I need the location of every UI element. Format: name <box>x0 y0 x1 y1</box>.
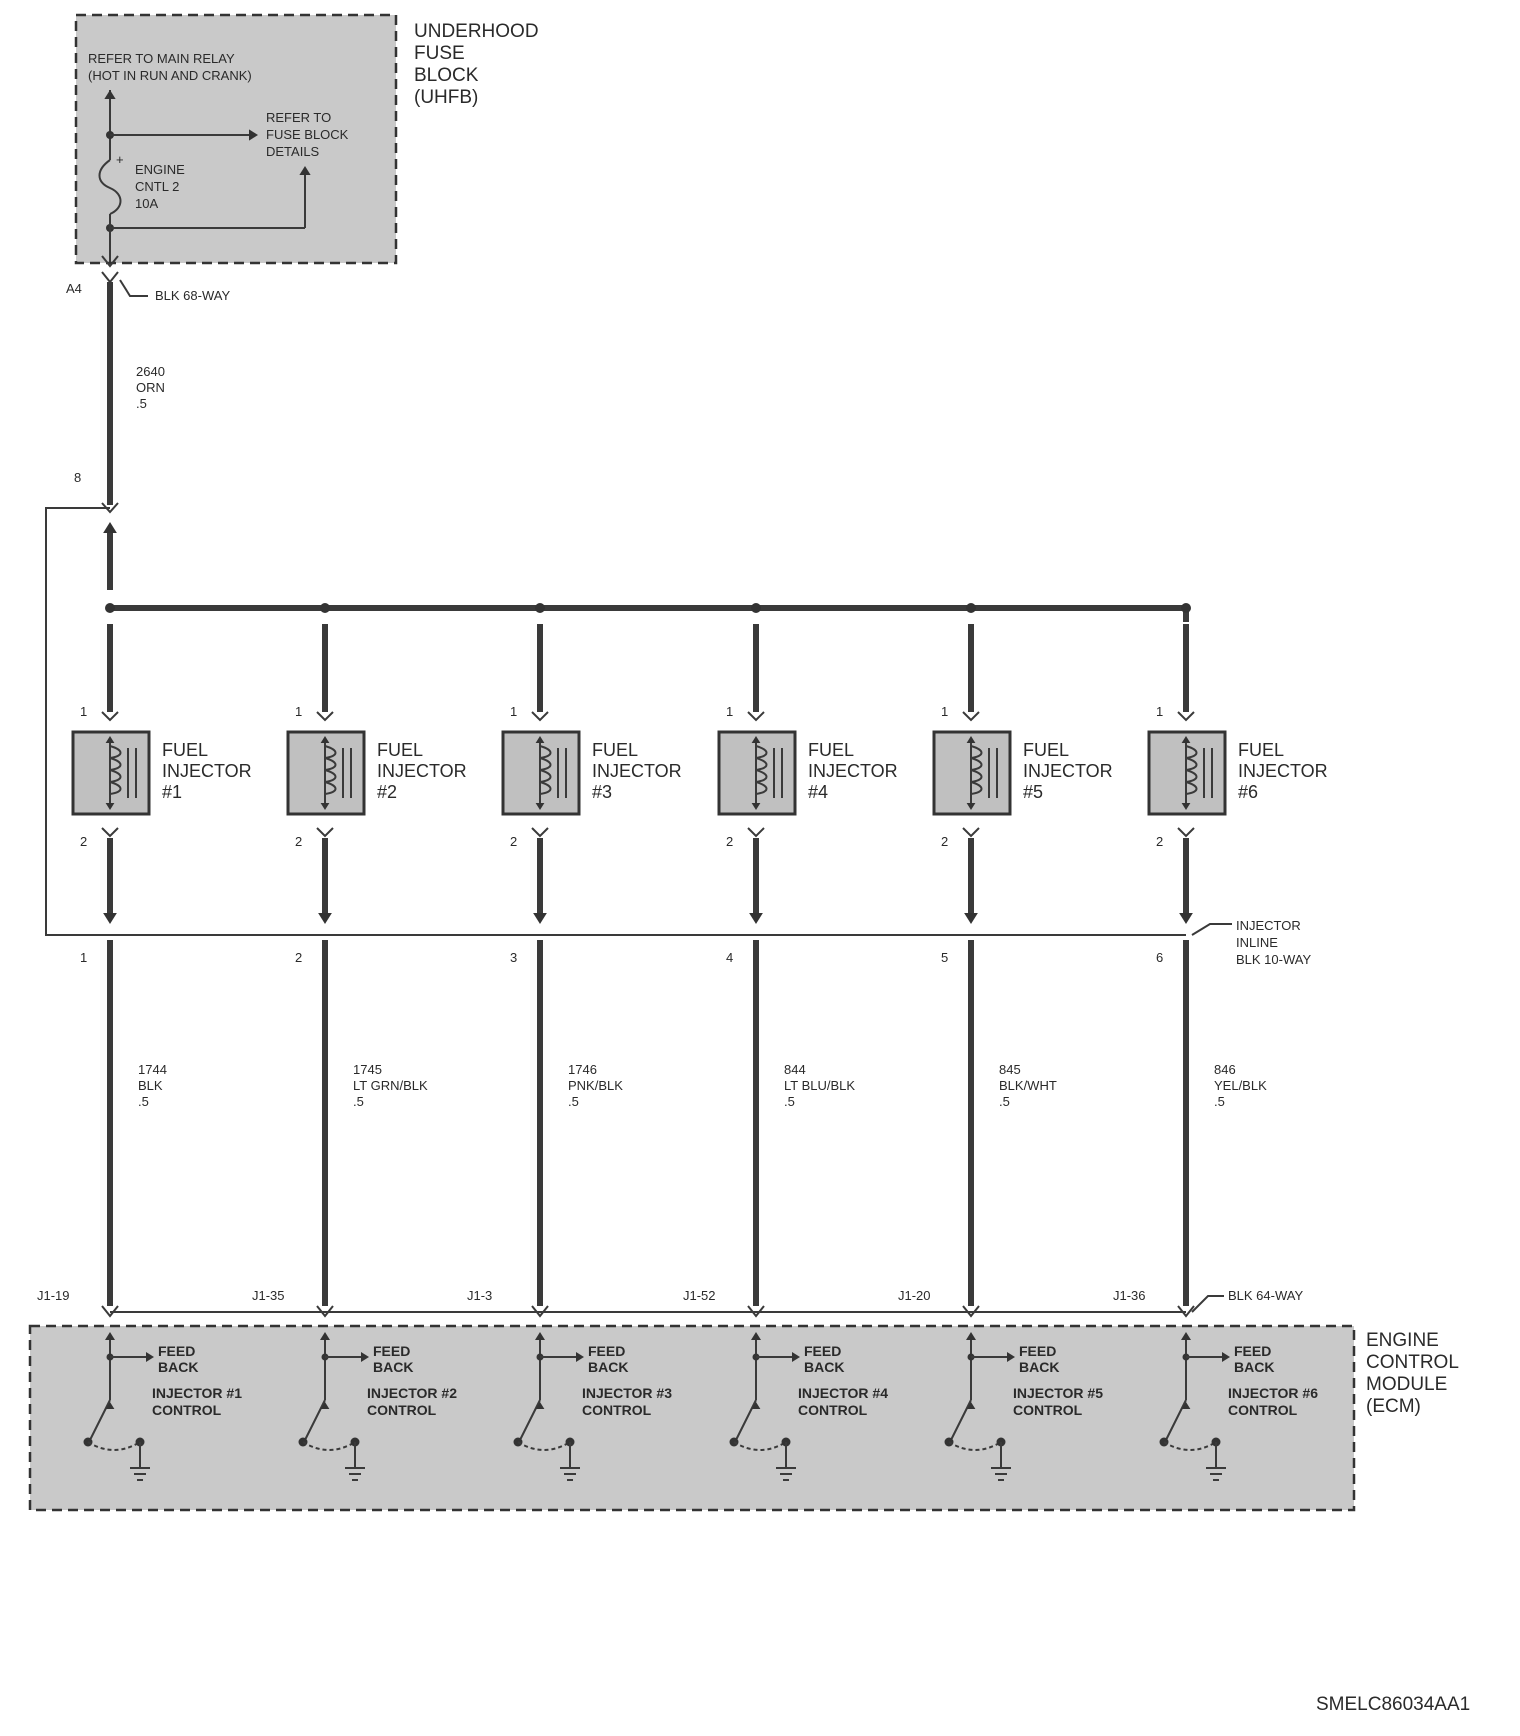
inline-pin: 5 <box>941 950 948 965</box>
ecm-pin: J1-20 <box>898 1288 931 1303</box>
inline-pin: 2 <box>295 950 302 965</box>
svg-text:+: + <box>116 152 124 167</box>
ecm-connector: BLK 64-WAY <box>110 1288 1303 1313</box>
inline-pin: 1 <box>80 950 87 965</box>
injector-pin-bottom: 2 <box>80 834 87 849</box>
injector-pin-top: 1 <box>726 704 733 719</box>
ecm-pin: J1-35 <box>252 1288 285 1303</box>
connector-top-pin: A4 <box>66 281 82 296</box>
diagram-code: SMELC86034AA1 <box>1316 1694 1470 1715</box>
injector-pin-top: 1 <box>295 704 302 719</box>
injector-pin-bottom: 2 <box>726 834 733 849</box>
injector-pin-bottom: 2 <box>1156 834 1163 849</box>
injector-pin-bottom: 2 <box>941 834 948 849</box>
inline-pin: 6 <box>1156 950 1163 965</box>
ecm-connector-label: BLK 64-WAY <box>1228 1288 1303 1303</box>
injector-pin-top: 1 <box>941 704 948 719</box>
power-bus <box>110 605 1189 622</box>
inline-pin: 3 <box>510 950 517 965</box>
injector-pin-top: 1 <box>80 704 87 719</box>
splice-pin: 8 <box>74 470 81 485</box>
inline-pin: 4 <box>726 950 733 965</box>
injector-pin-bottom: 2 <box>295 834 302 849</box>
injector-pin-top: 1 <box>510 704 517 719</box>
injector-pin-top: 1 <box>1156 704 1163 719</box>
main-relay-note: REFER TO MAIN RELAY(HOT IN RUN AND CRANK… <box>88 51 252 83</box>
injector-pin-bottom: 2 <box>510 834 517 849</box>
ecm-pin: J1-19 <box>37 1288 70 1303</box>
ecm-pin: J1-52 <box>683 1288 716 1303</box>
ecm-pin: J1-3 <box>467 1288 492 1303</box>
connector-top-label: BLK 68-WAY <box>155 288 230 303</box>
ecm-pin: J1-36 <box>1113 1288 1146 1303</box>
